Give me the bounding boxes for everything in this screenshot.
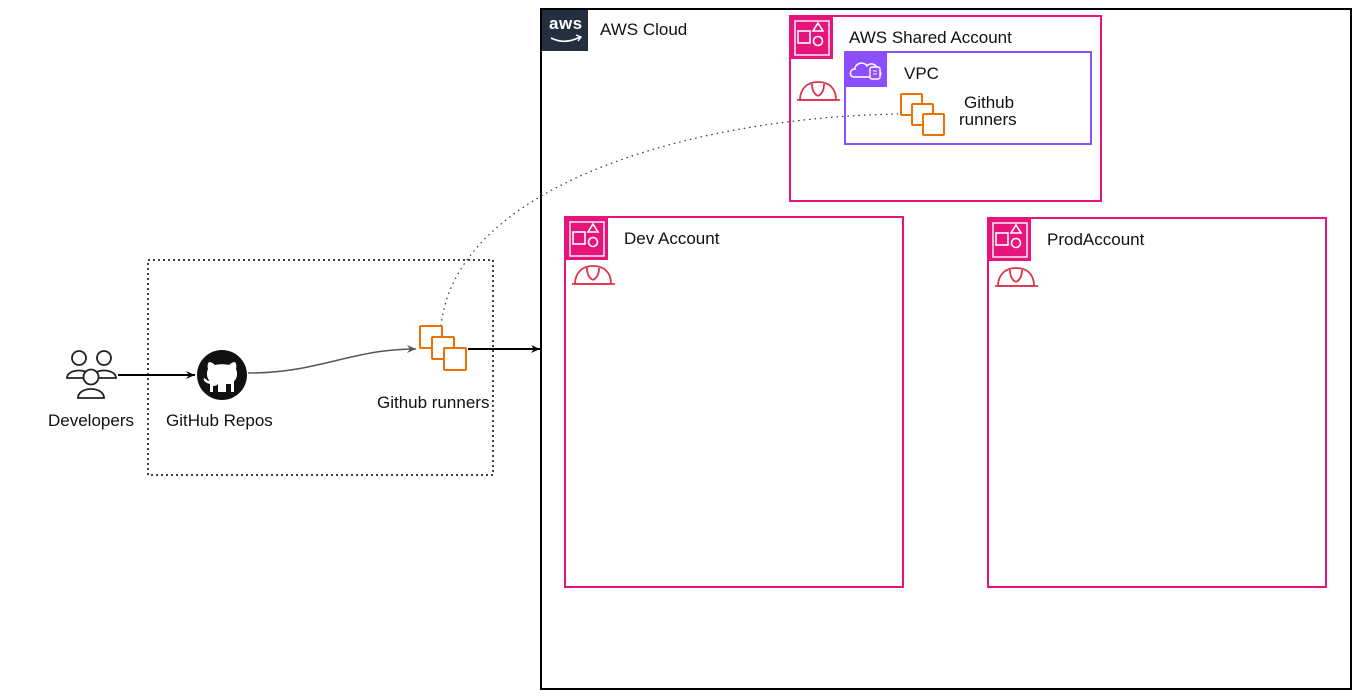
prod-account-box [987, 217, 1327, 588]
aws-logo-text: aws [549, 14, 583, 33]
shared-account-label: AWS Shared Account [849, 28, 1012, 47]
aws-cloud-label: AWS Cloud [600, 20, 688, 39]
runners-to-shared-runners-dotted-link [440, 113, 899, 327]
prod-account-label: ProdAccount [1047, 230, 1145, 249]
shared-runners-icon [900, 93, 945, 136]
hard-hat-icon [572, 265, 615, 285]
github-runners-label: Github runners [377, 393, 490, 412]
shared-account-box [789, 15, 1102, 202]
dev-account-label: Dev Account [624, 229, 720, 248]
dev-account-box [564, 216, 904, 588]
hard-hat-icon [797, 81, 840, 101]
vpc-cloud-icon [846, 53, 887, 87]
hard-hat-icon [995, 267, 1038, 287]
vpc-box [844, 51, 1092, 145]
repos-to-runners-connector [247, 345, 417, 374]
aws-cloud-group [540, 8, 1352, 690]
github-icon [197, 350, 247, 400]
shared-runners-label-line1: Github [964, 93, 1015, 112]
compute-instances-icon [419, 325, 467, 371]
account-icon [566, 218, 608, 260]
developers-label: Developers [48, 411, 134, 430]
shared-runners-label-line2: runners [959, 110, 1017, 129]
account-icon [791, 17, 833, 59]
github-repos-label: GitHub Repos [166, 411, 273, 430]
account-icon [989, 219, 1031, 261]
aws-logo-icon [542, 10, 588, 51]
vpc-label: VPC [904, 64, 939, 83]
users-icon [66, 350, 117, 399]
